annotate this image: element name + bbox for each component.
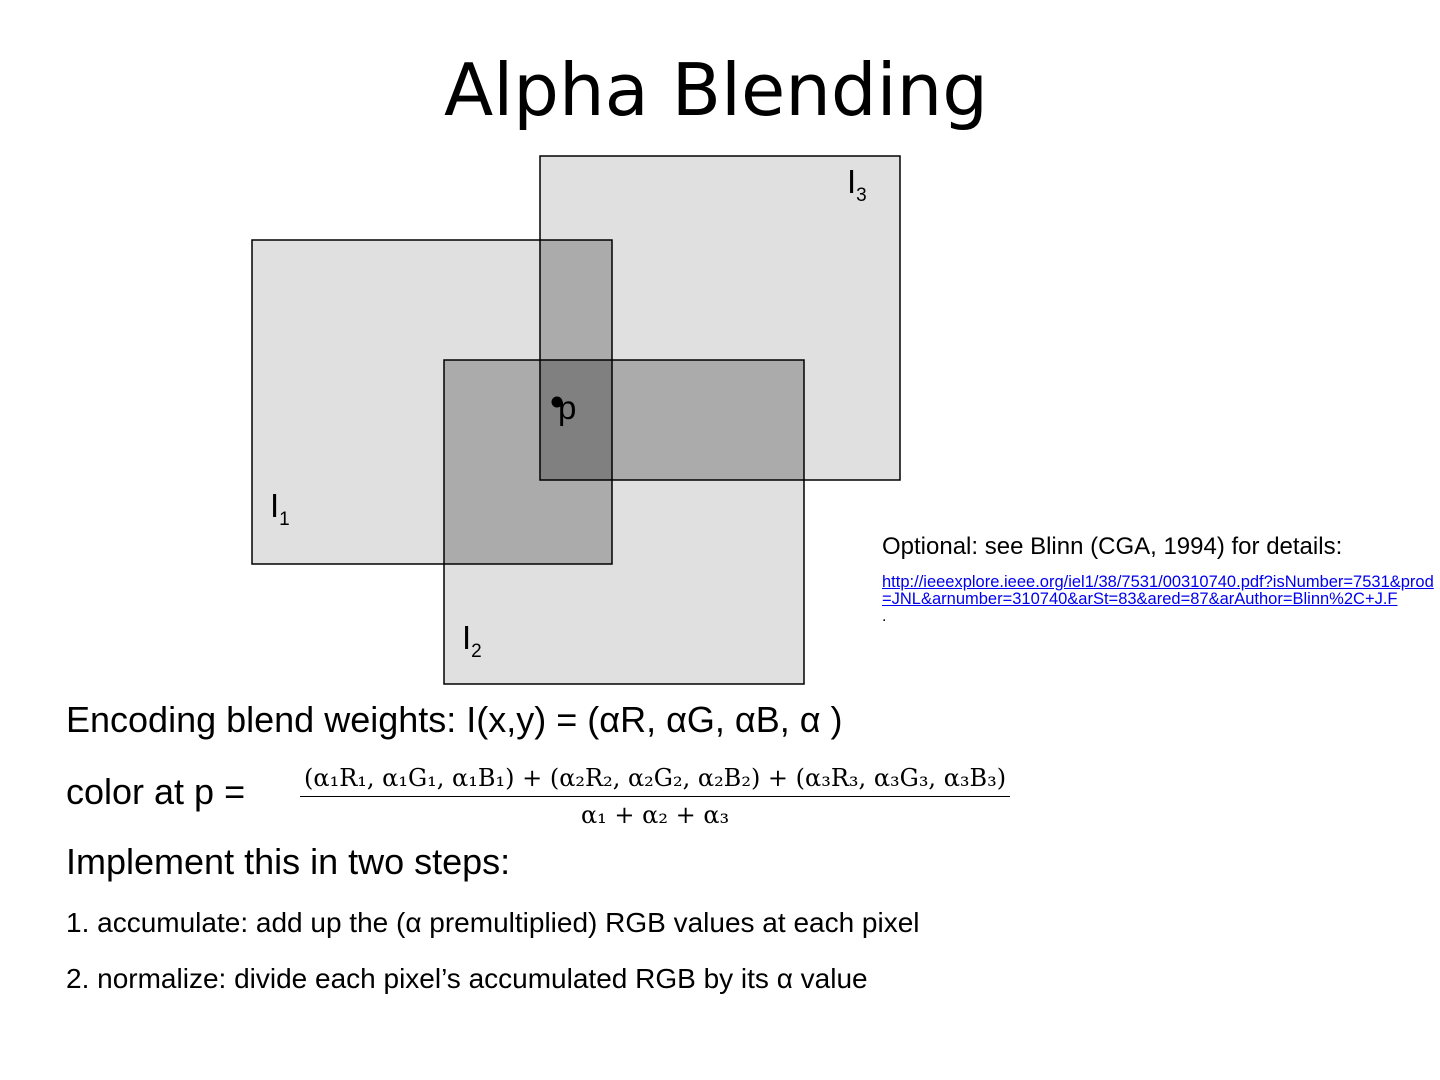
overlap-i1-i3 [540,240,612,360]
step-accumulate: 1. accumulate: add up the (α premultipli… [66,907,920,938]
optional-reference-text: Optional: see Blinn (CGA, 1994) for deta… [882,533,1343,560]
image-i1-outline [251,239,613,565]
reference-note: Optional: see Blinn (CGA, 1994) for deta… [882,532,1438,625]
reference-period: . [882,608,887,625]
formula-numerator: (α₁R₁, α₁G₁, α₁B₁) + (α₂R₂, α₂G₂, α₂B₂) … [300,764,1011,797]
label-i1: I1 [270,487,290,531]
blinn-paper-link[interactable]: http://ieeexplore.ieee.org/iel1/38/7531/… [882,573,1434,608]
encoding-line: Encoding blend weights: I(x,y) = (αR, αG… [66,699,843,740]
label-point-p: p [558,389,577,426]
blend-formula: (α₁R₁, α₁G₁, α₁B₁) + (α₂R₂, α₂G₂, α₂B₂) … [300,764,1011,829]
slide-title: Alpha Blending [444,48,988,132]
color-at-p-label: color at p = [66,771,246,812]
formula-denominator: α₁ + α₂ + α₃ [580,801,730,829]
overlap-i1-i2-i3 [540,360,612,480]
step-normalize: 2. normalize: divide each pixel’s accumu… [66,963,868,994]
implement-heading: Implement this in two steps: [66,841,511,882]
label-i3: I3 [847,163,867,207]
point-p-dot [551,396,563,408]
image-i2-outline [443,359,805,685]
image-i3-outline [539,155,901,481]
label-i2: I2 [462,619,482,663]
